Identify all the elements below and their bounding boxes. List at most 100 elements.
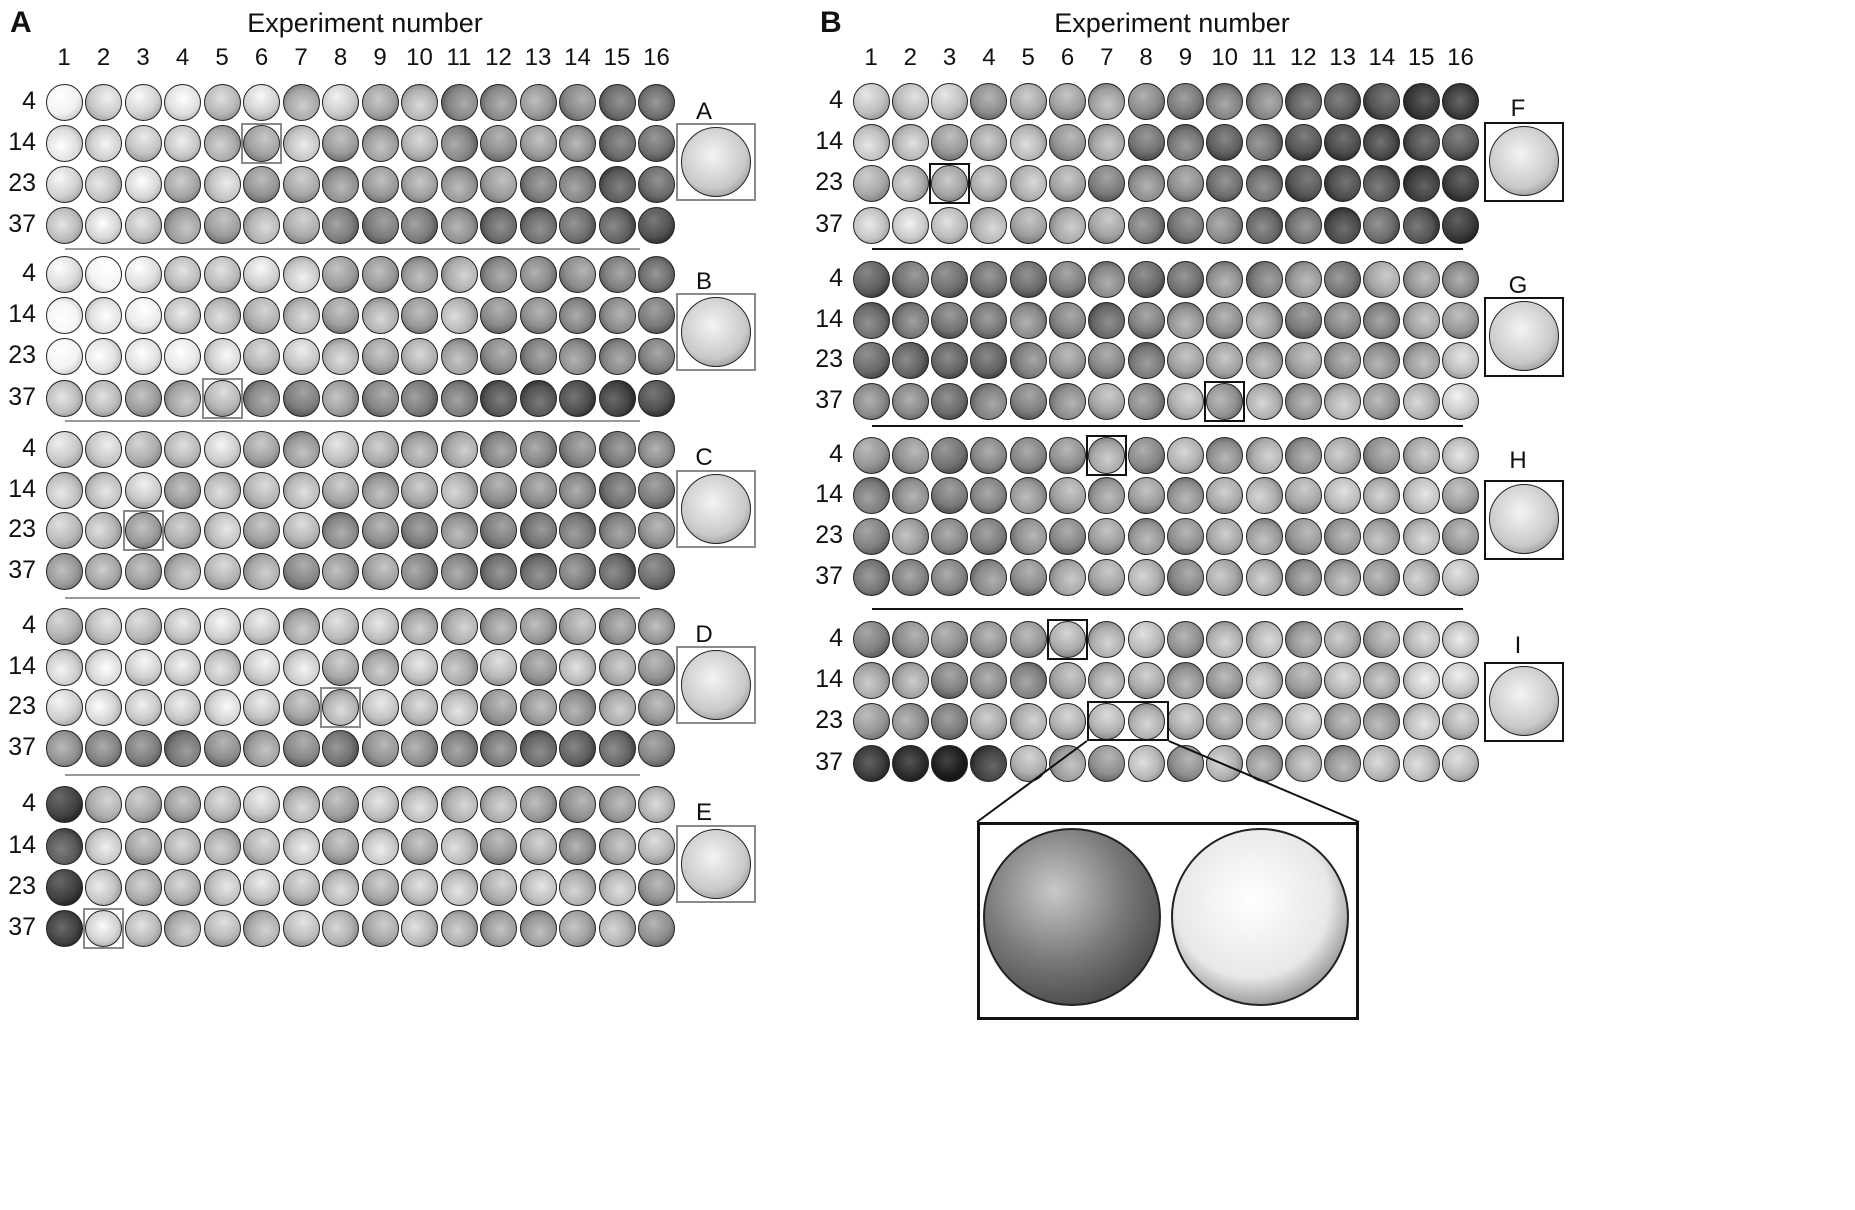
drop-well[interactable] — [559, 729, 596, 767]
drop-well[interactable] — [203, 379, 241, 417]
drop-well[interactable] — [1363, 517, 1401, 555]
drop-well[interactable] — [891, 744, 929, 782]
drop-well[interactable] — [282, 206, 320, 244]
drop-well[interactable] — [1363, 702, 1401, 740]
drop-well[interactable] — [203, 868, 241, 906]
drop-well[interactable] — [85, 255, 122, 293]
drop-well[interactable] — [1088, 702, 1126, 740]
drop-well[interactable] — [1166, 260, 1204, 298]
drop-well[interactable] — [1284, 123, 1322, 161]
drop-well[interactable] — [480, 206, 517, 244]
drop-well[interactable] — [243, 729, 280, 767]
drop-well[interactable] — [203, 83, 241, 121]
drop-well[interactable] — [1324, 702, 1362, 740]
drop-well[interactable] — [1009, 164, 1047, 202]
drop-well[interactable] — [440, 165, 478, 203]
drop-well[interactable] — [1402, 341, 1440, 379]
drop-well[interactable] — [440, 688, 478, 726]
drop-well[interactable] — [1402, 744, 1440, 782]
drop-well[interactable] — [598, 165, 636, 203]
drop-well[interactable] — [45, 296, 83, 334]
drop-well[interactable] — [559, 909, 596, 947]
drop-well[interactable] — [1324, 558, 1362, 596]
drop-well[interactable] — [164, 379, 201, 417]
drop-well[interactable] — [124, 206, 162, 244]
drop-well[interactable] — [401, 471, 438, 509]
drop-well[interactable] — [282, 255, 320, 293]
drop-well[interactable] — [203, 785, 241, 823]
drop-well[interactable] — [1127, 744, 1165, 782]
drop-well[interactable] — [243, 296, 280, 334]
drop-well[interactable] — [401, 688, 438, 726]
drop-well[interactable] — [1324, 341, 1362, 379]
drop-well[interactable] — [559, 688, 596, 726]
drop-well[interactable] — [519, 729, 557, 767]
drop-well[interactable] — [559, 785, 596, 823]
drop-well[interactable] — [638, 827, 675, 865]
drop-well[interactable] — [852, 123, 890, 161]
drop-well[interactable] — [970, 206, 1008, 244]
drop-well[interactable] — [440, 430, 478, 468]
drop-well[interactable] — [1402, 82, 1440, 120]
drop-well[interactable] — [891, 517, 929, 555]
drop-well[interactable] — [203, 337, 241, 375]
drop-well[interactable] — [164, 296, 201, 334]
drop-well[interactable] — [440, 255, 478, 293]
drop-well[interactable] — [243, 471, 280, 509]
drop-well[interactable] — [322, 124, 359, 162]
drop-well[interactable] — [1363, 123, 1401, 161]
drop-well[interactable] — [480, 648, 517, 686]
drop-well[interactable] — [1088, 341, 1126, 379]
drop-well[interactable] — [519, 430, 557, 468]
drop-well[interactable] — [124, 552, 162, 590]
drop-well[interactable] — [1206, 436, 1244, 474]
drop-well[interactable] — [480, 909, 517, 947]
drop-well[interactable] — [1245, 661, 1283, 699]
drop-well[interactable] — [361, 688, 399, 726]
drop-well[interactable] — [1009, 123, 1047, 161]
drop-well[interactable] — [559, 511, 596, 549]
drop-well[interactable] — [1363, 260, 1401, 298]
drop-well[interactable] — [1245, 476, 1283, 514]
drop-well[interactable] — [1363, 436, 1401, 474]
drop-well[interactable] — [1442, 436, 1479, 474]
drop-well[interactable] — [1049, 82, 1086, 120]
drop-well[interactable] — [559, 430, 596, 468]
drop-well[interactable] — [970, 341, 1008, 379]
drop-well[interactable] — [970, 476, 1008, 514]
drop-well[interactable] — [931, 301, 969, 339]
drop-well[interactable] — [322, 255, 359, 293]
drop-well[interactable] — [1284, 620, 1322, 658]
drop-well[interactable] — [85, 206, 122, 244]
drop-well[interactable] — [598, 337, 636, 375]
drop-well[interactable] — [559, 337, 596, 375]
drop-well[interactable] — [282, 124, 320, 162]
drop-well[interactable] — [1206, 744, 1244, 782]
drop-well[interactable] — [1206, 382, 1244, 420]
drop-well[interactable] — [598, 511, 636, 549]
drop-well[interactable] — [322, 471, 359, 509]
drop-well[interactable] — [1324, 436, 1362, 474]
drop-well[interactable] — [45, 206, 83, 244]
drop-well[interactable] — [1442, 301, 1479, 339]
drop-well[interactable] — [45, 511, 83, 549]
drop-well[interactable] — [1049, 341, 1086, 379]
drop-well[interactable] — [970, 260, 1008, 298]
drop-well[interactable] — [45, 648, 83, 686]
drop-well[interactable] — [1166, 123, 1204, 161]
drop-well[interactable] — [1009, 341, 1047, 379]
drop-well[interactable] — [282, 379, 320, 417]
drop-well[interactable] — [931, 82, 969, 120]
drop-well[interactable] — [203, 688, 241, 726]
drop-well[interactable] — [85, 688, 122, 726]
drop-well[interactable] — [45, 729, 83, 767]
drop-well[interactable] — [164, 785, 201, 823]
drop-well[interactable] — [1442, 123, 1479, 161]
drop-well[interactable] — [243, 379, 280, 417]
drop-well[interactable] — [1127, 517, 1165, 555]
drop-well[interactable] — [1245, 382, 1283, 420]
drop-well[interactable] — [480, 607, 517, 645]
drop-well[interactable] — [480, 785, 517, 823]
drop-well[interactable] — [322, 165, 359, 203]
drop-well[interactable] — [1324, 82, 1362, 120]
